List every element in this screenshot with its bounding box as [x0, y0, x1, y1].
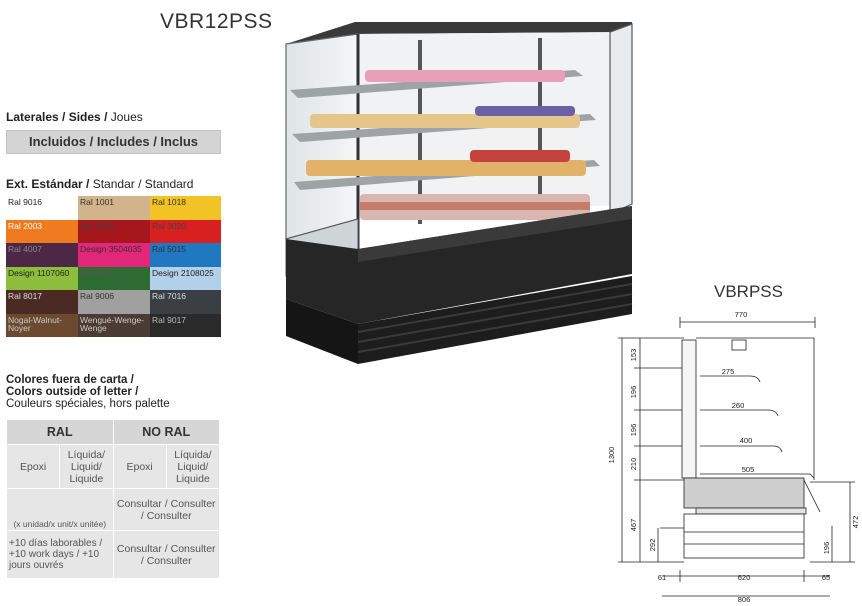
model-title-front: VBR12PSS: [160, 10, 273, 33]
color-swatch: Nogal-Walnut-Noyer: [6, 313, 78, 337]
color-swatch: Ral 4007: [6, 243, 78, 267]
special-title-es: Colores fuera de carta /: [6, 374, 134, 386]
sides-title-fr: Joues: [110, 110, 143, 124]
dim-h7: 196: [822, 542, 831, 555]
dim-top-width: 770: [735, 310, 748, 319]
dim-total-height: 1300: [607, 447, 616, 464]
dim-h2: 196: [629, 386, 638, 399]
table-noral-liquid: Líquida/ Liquid/ Liquide: [165, 444, 221, 489]
dim-shelf3: 400: [740, 436, 753, 445]
color-swatch: Ral 7016: [150, 290, 221, 314]
dim-bottom-right: 65: [822, 573, 830, 582]
sides-title-es: Laterales: [6, 110, 59, 124]
table-head-noral: NO RAL: [112, 419, 220, 445]
color-swatch: Ral 8017: [6, 290, 78, 314]
table-noral-epoxi: Epoxi: [112, 444, 167, 489]
color-swatch: Ral 1001: [78, 196, 150, 220]
display-case-image: [285, 22, 633, 364]
dim-h3: 196: [629, 424, 638, 437]
dim-h1: 153: [629, 349, 638, 362]
color-swatch: Ral 5015: [150, 243, 221, 267]
dim-bottom-total: 806: [738, 595, 751, 604]
color-swatch: Design 1107060: [6, 266, 78, 290]
table-ral-delivery: +10 días laborables / +10 work days / +1…: [6, 530, 114, 579]
side-section-diagram: 770 1300 153 196 196 210 467 292 196 472…: [607, 310, 860, 604]
table-noral-consult-delivery: Consultar / Consulter / Consulter: [112, 530, 220, 579]
standard-title-fr: Standard: [144, 177, 194, 191]
color-swatch: Ral 9016: [6, 196, 78, 220]
dim-bottom-mid: 620: [738, 573, 751, 582]
color-swatch: Ral 9017: [150, 313, 221, 337]
color-swatch: Design 3504035: [78, 243, 150, 267]
dim-shelf2: 260: [732, 401, 745, 410]
sides-title-en: Sides: [68, 110, 101, 124]
special-colors-title: Colores fuera de carta / Colors outside …: [6, 374, 170, 410]
sides-included-box: Incluidos / Includes / Inclus: [6, 130, 221, 154]
dim-base-depth: 505: [742, 465, 755, 474]
color-swatch: Ral 6002: [78, 266, 150, 290]
table-per-unit: (x unidad/x unit/x unitée): [6, 488, 114, 531]
special-title-fr: Couleurs spéciales, hors palette: [6, 398, 170, 410]
color-swatch: Ral 2003: [6, 219, 78, 243]
standard-title: Ext. Estándar / Standar / Standard: [6, 177, 194, 191]
dim-shelf1: 275: [722, 367, 735, 376]
color-swatch: Wengué-Wenge-Wenge: [78, 313, 150, 337]
table-head-ral: RAL: [6, 419, 114, 445]
standard-title-es: Ext. Estándar: [6, 177, 83, 191]
color-swatch: Design 2108025: [150, 266, 221, 290]
dim-h5: 467: [629, 519, 638, 532]
color-swatch: Ral 3020: [150, 219, 221, 243]
table-ral-liquid: Líquida/ Liquid/ Liquide: [59, 444, 114, 489]
color-swatch: Ral 3003: [78, 219, 150, 243]
dim-h4: 210: [629, 458, 638, 471]
dim-right-height: 472: [851, 516, 860, 529]
standard-title-en: Standar: [92, 177, 135, 191]
color-swatch: Ral 1018: [150, 196, 221, 220]
pastries: [306, 70, 590, 220]
dim-bottom-left: 61: [658, 573, 666, 582]
color-swatch: Ral 9006: [78, 290, 150, 314]
special-title-en: Colors outside of letter /: [6, 386, 139, 398]
model-title-side: VBRPSS: [714, 282, 783, 301]
special-colors-table: RAL NO RAL Epoxi Líquida/ Liquid/ Liquid…: [5, 419, 221, 579]
table-ral-epoxi: Epoxi: [5, 444, 61, 489]
sides-title: Laterales / Sides / Joues: [6, 110, 143, 124]
table-noral-consult-price: Consultar / Consulter / Consulter: [112, 488, 220, 531]
dim-h6: 292: [648, 539, 657, 552]
